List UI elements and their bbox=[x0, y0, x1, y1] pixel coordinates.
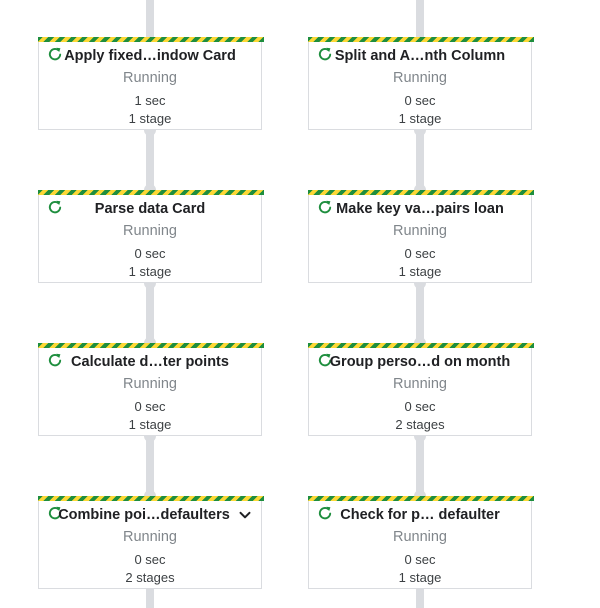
refresh-running-icon bbox=[318, 506, 332, 520]
step-title: Parse data Card bbox=[94, 201, 206, 217]
step-duration: 0 sec bbox=[134, 399, 166, 414]
running-progress-stripe bbox=[38, 496, 264, 501]
pipeline-step-card[interactable]: Check for p… defaulter Running 0 sec 1 s… bbox=[308, 496, 534, 589]
running-progress-stripe bbox=[38, 190, 264, 195]
pipeline-connector bbox=[146, 0, 154, 37]
step-duration: 1 sec bbox=[134, 93, 166, 108]
pipeline-connector bbox=[144, 283, 156, 343]
running-progress-stripe bbox=[308, 37, 534, 42]
step-stage-count: 1 stage bbox=[128, 111, 172, 126]
step-title: Make key va…pairs loan bbox=[336, 201, 504, 217]
pipeline-step-card[interactable]: Group perso…d on month Running 0 sec 2 s… bbox=[308, 343, 534, 436]
step-stage-count: 1 stage bbox=[398, 111, 442, 126]
step-title: Split and A…nth Column bbox=[334, 48, 506, 64]
pipeline-connector bbox=[416, 0, 424, 37]
step-status: Running bbox=[392, 223, 447, 239]
step-status: Running bbox=[122, 70, 177, 86]
step-status: Running bbox=[122, 376, 177, 392]
pipeline-step-card[interactable]: Parse data Card Running 0 sec 1 stage bbox=[38, 190, 264, 283]
step-status: Running bbox=[392, 529, 447, 545]
running-progress-stripe bbox=[308, 343, 534, 348]
step-title: Combine poi…defaulters bbox=[58, 507, 230, 523]
step-duration: 0 sec bbox=[404, 399, 436, 414]
step-title: Group perso…d on month bbox=[329, 354, 511, 370]
pipeline-step-card[interactable]: Combine poi…defaulters Running 0 sec 2 s… bbox=[38, 496, 264, 589]
pipeline-connector bbox=[414, 130, 426, 190]
step-stage-count: 1 stage bbox=[128, 264, 172, 279]
step-status: Running bbox=[392, 70, 447, 86]
step-stage-count: 1 stage bbox=[128, 417, 172, 432]
step-title: Apply fixed…indow Card bbox=[64, 48, 236, 64]
refresh-running-icon bbox=[318, 47, 332, 61]
step-title: Check for p… defaulter bbox=[340, 507, 500, 523]
running-progress-stripe bbox=[38, 343, 264, 348]
pipeline-connector bbox=[144, 130, 156, 190]
chevron-down-icon[interactable] bbox=[238, 508, 252, 522]
step-title: Calculate d…ter points bbox=[71, 354, 229, 370]
refresh-running-icon bbox=[48, 353, 62, 367]
step-status: Running bbox=[392, 376, 447, 392]
refresh-running-icon bbox=[48, 47, 62, 61]
step-duration: 0 sec bbox=[404, 552, 436, 567]
running-progress-stripe bbox=[308, 190, 534, 195]
step-duration: 0 sec bbox=[134, 552, 166, 567]
pipeline-step-card[interactable]: Make key va…pairs loan Running 0 sec 1 s… bbox=[308, 190, 534, 283]
pipeline-step-card[interactable]: Calculate d…ter points Running 0 sec 1 s… bbox=[38, 343, 264, 436]
running-progress-stripe bbox=[308, 496, 534, 501]
refresh-running-icon bbox=[318, 200, 332, 214]
running-progress-stripe bbox=[38, 37, 264, 42]
step-stage-count: 2 stages bbox=[395, 417, 445, 432]
step-stage-count: 1 stage bbox=[398, 570, 442, 585]
step-duration: 0 sec bbox=[404, 93, 436, 108]
pipeline-connector bbox=[414, 436, 426, 496]
step-stage-count: 2 stages bbox=[125, 570, 175, 585]
step-duration: 0 sec bbox=[404, 246, 436, 261]
step-duration: 0 sec bbox=[134, 246, 166, 261]
step-stage-count: 1 stage bbox=[398, 264, 442, 279]
refresh-running-icon bbox=[318, 353, 332, 367]
pipeline-connector bbox=[416, 589, 424, 608]
step-status: Running bbox=[122, 223, 177, 239]
pipeline-step-card[interactable]: Apply fixed…indow Card Running 1 sec 1 s… bbox=[38, 37, 264, 130]
pipeline-connector bbox=[414, 283, 426, 343]
pipeline-connector bbox=[144, 436, 156, 496]
step-status: Running bbox=[122, 529, 177, 545]
refresh-running-icon bbox=[48, 200, 62, 214]
refresh-running-icon bbox=[48, 506, 62, 520]
pipeline-step-card[interactable]: Split and A…nth Column Running 0 sec 1 s… bbox=[308, 37, 534, 130]
pipeline-connector bbox=[146, 589, 154, 608]
